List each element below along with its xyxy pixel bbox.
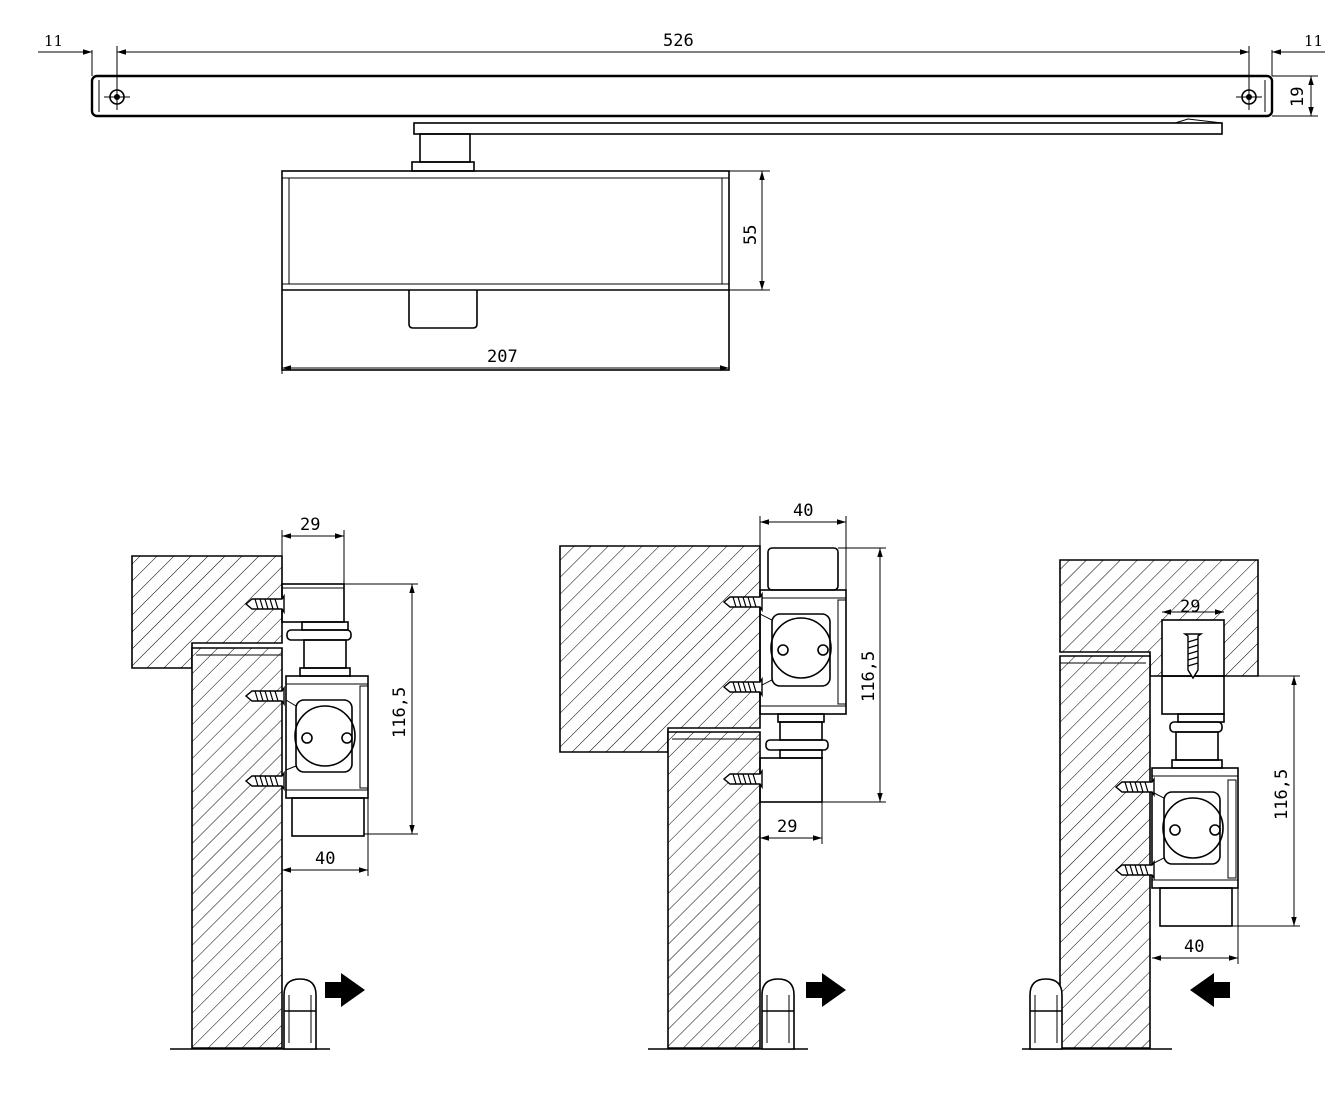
door-leaf-section bbox=[191, 647, 283, 1049]
dim-shoe-width: 29 bbox=[300, 515, 320, 535]
dim-shoe-width: 29 bbox=[777, 817, 797, 837]
door-stop-icon bbox=[761, 978, 795, 1050]
dim-body-depth: 40 bbox=[315, 849, 335, 869]
dim-body-depth: 40 bbox=[793, 501, 813, 521]
direction-arrow-icon bbox=[325, 973, 365, 1007]
screw-icon bbox=[1115, 861, 1155, 879]
screw-icon bbox=[723, 770, 763, 788]
direction-arrow-icon bbox=[1190, 973, 1230, 1007]
dim-right-offset: 11 bbox=[1304, 32, 1323, 50]
screw-icon bbox=[245, 595, 285, 613]
screw-icon bbox=[1115, 778, 1155, 796]
screw-icon bbox=[723, 593, 763, 611]
dim-rail-height: 19 bbox=[1288, 87, 1308, 107]
mount-view-middle: 40 116,5 29 bbox=[559, 501, 886, 1050]
slide-rail bbox=[90, 74, 1274, 118]
screw-icon bbox=[723, 678, 763, 696]
dim-body-height: 55 bbox=[741, 225, 761, 245]
closer-body bbox=[281, 170, 730, 371]
dim-mount-height: 116,5 bbox=[859, 651, 879, 702]
dim-left-offset: 11 bbox=[44, 32, 63, 50]
door-stop-icon bbox=[1029, 978, 1063, 1050]
slide-arm bbox=[413, 122, 1223, 135]
screw-icon bbox=[245, 772, 285, 790]
frame-section bbox=[559, 545, 761, 753]
dim-body-depth: 40 bbox=[1184, 937, 1204, 957]
dim-rail-length: 526 bbox=[663, 31, 694, 51]
mount-view-right: 29 116,5 40 bbox=[1022, 559, 1300, 1050]
mount-view-left: 29 116,5 40 bbox=[131, 515, 418, 1050]
door-leaf-section bbox=[1059, 655, 1151, 1049]
dim-mount-height: 116,5 bbox=[390, 687, 410, 738]
door-stop-icon bbox=[283, 978, 317, 1050]
dim-body-width: 207 bbox=[487, 347, 518, 367]
direction-arrow-icon bbox=[806, 973, 846, 1007]
top-view: 11 526 11 19 55 207 bbox=[38, 31, 1325, 374]
screw-icon bbox=[245, 687, 285, 705]
dim-shoe-width: 29 bbox=[1180, 597, 1200, 617]
dim-mount-height: 116,5 bbox=[1272, 769, 1292, 820]
